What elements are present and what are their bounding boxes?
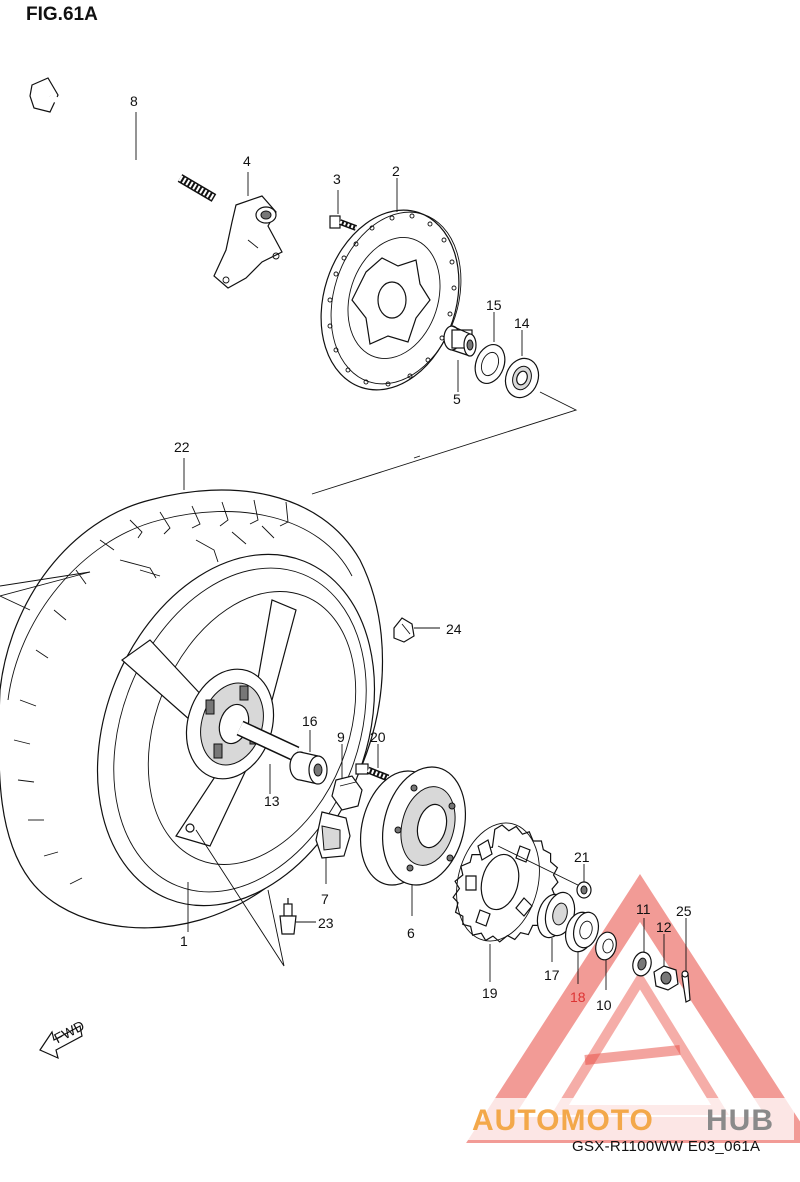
callout-15: 15 <box>486 297 502 313</box>
callout-12: 12 <box>656 919 672 935</box>
part-18-oil-seal <box>564 911 600 953</box>
figure-title: FIG.61A <box>26 4 98 25</box>
callout-24: 24 <box>446 621 462 637</box>
part-20-stud <box>355 763 390 782</box>
part-24-valve <box>393 617 415 643</box>
callout-11: 11 <box>636 901 651 917</box>
part-11-washer <box>632 951 652 977</box>
part-7-damper-rubber <box>315 811 351 859</box>
part-21-nut <box>576 881 592 899</box>
callout-1: 1 <box>180 933 188 949</box>
watermark-text-gray: HUB <box>706 1104 774 1137</box>
part-9-damper <box>331 775 363 811</box>
part-25-cotter-pin <box>681 970 691 1003</box>
part-14-bearing <box>504 357 540 399</box>
callout-14: 14 <box>514 315 530 331</box>
part-19-sprocket <box>452 822 559 943</box>
callout-13: 13 <box>264 793 280 809</box>
part-16-spacer <box>289 751 328 785</box>
callout-6: 6 <box>407 925 415 941</box>
callout-21: 21 <box>574 849 590 865</box>
part-13-axle-spacer <box>236 720 300 762</box>
part-5-spacer <box>443 325 477 357</box>
part-8-axle <box>29 77 217 202</box>
callout-18: 18 <box>570 989 586 1005</box>
part-3-disc-bolt <box>329 215 358 231</box>
callout-3: 3 <box>333 171 341 187</box>
callout-16: 16 <box>302 713 318 729</box>
callout-23: 23 <box>318 915 334 931</box>
fwd-arrow-icon: FWD <box>39 1017 87 1060</box>
part-2-brake-disc <box>320 209 462 391</box>
callout-9: 9 <box>337 729 345 745</box>
callout-8: 8 <box>130 93 138 109</box>
callout-22: 22 <box>174 439 190 455</box>
callout-20: 20 <box>370 729 386 745</box>
callout-10: 10 <box>596 997 612 1013</box>
callout-19: 19 <box>482 985 498 1001</box>
part-4-caliper-bracket <box>213 195 283 289</box>
callout-25: 25 <box>676 903 692 919</box>
watermark-logo: AUTOMOTO HUB <box>466 874 800 1143</box>
callout-4: 4 <box>243 153 251 169</box>
callout-17: 17 <box>544 967 560 983</box>
callout-2: 2 <box>392 163 400 179</box>
part-10-spacer <box>595 931 617 961</box>
part-23-air-valve <box>279 898 297 935</box>
callout-7: 7 <box>321 891 329 907</box>
part-15-oil-seal <box>474 344 506 384</box>
callout-5: 5 <box>453 391 461 407</box>
part-12-castle-nut <box>653 965 679 991</box>
part-6-sprocket-drum <box>359 766 467 886</box>
drawing-code: GSX-R1100WW E03_061A <box>572 1138 761 1155</box>
watermark-text-orange: AUTOMOTO <box>472 1104 654 1137</box>
